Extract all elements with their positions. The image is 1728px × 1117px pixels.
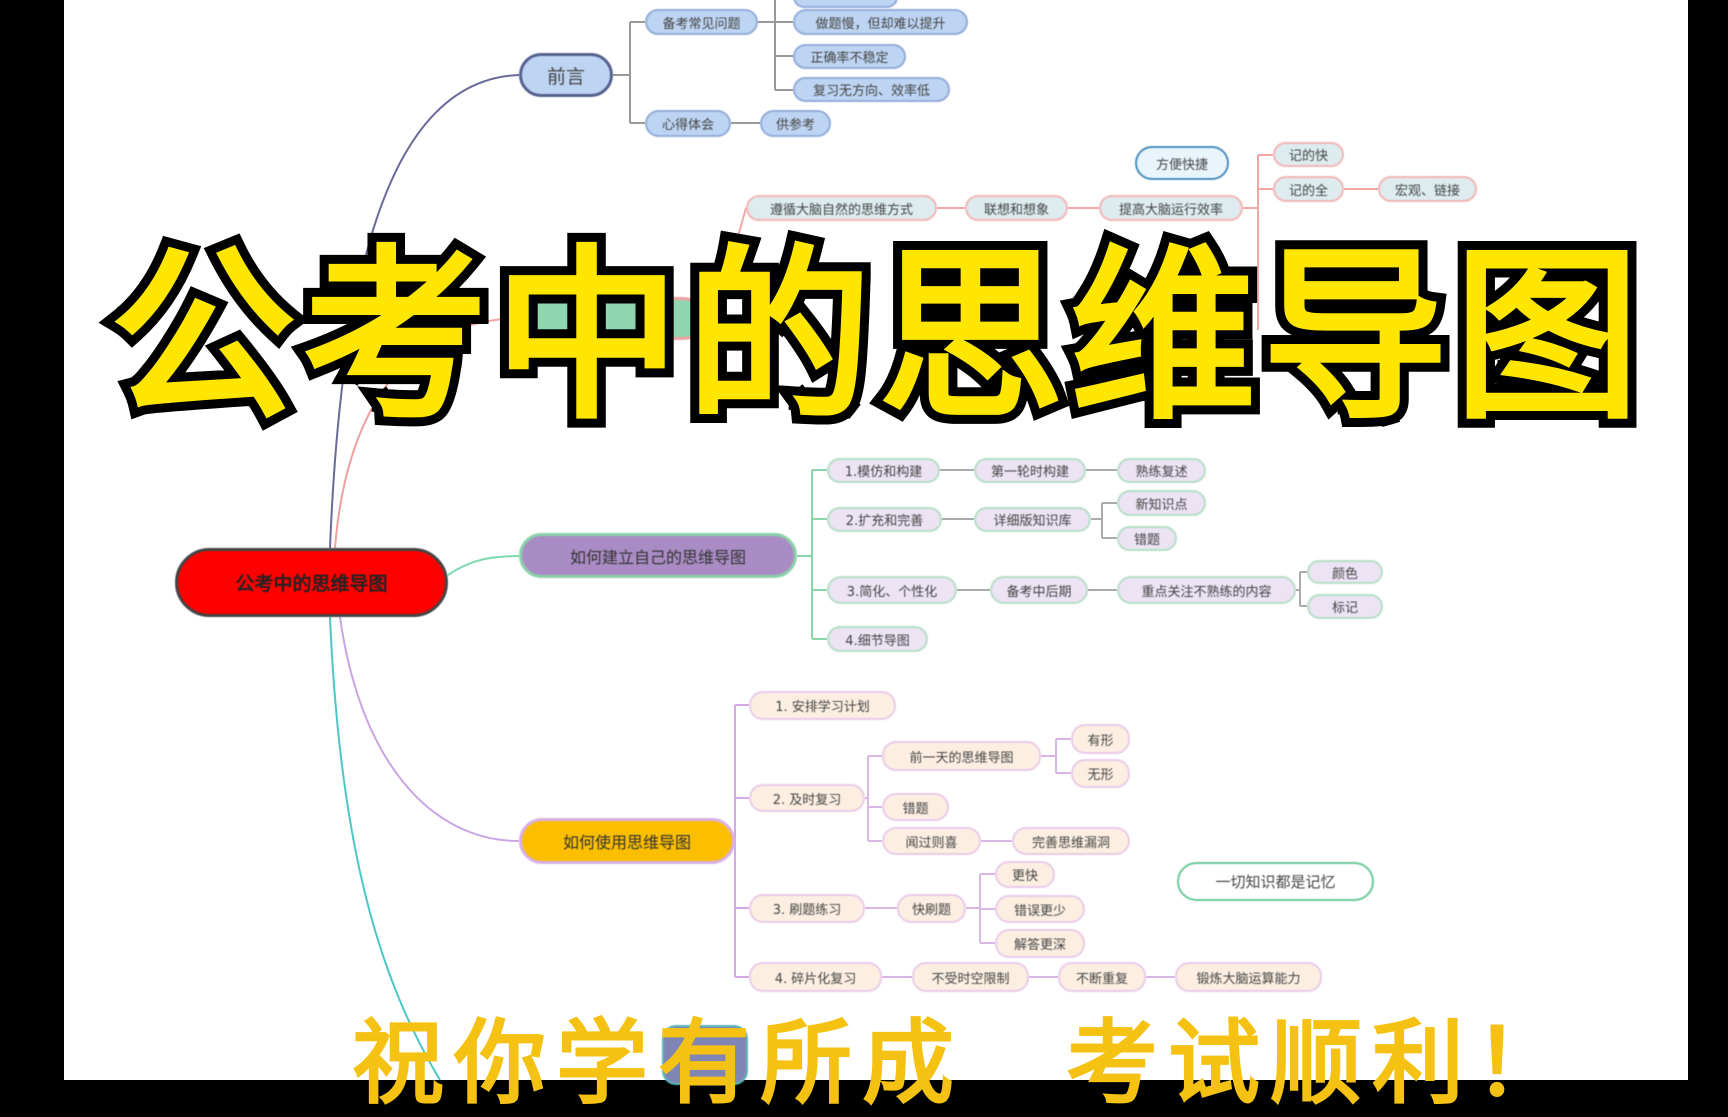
use-leaf[interactable]: 无形 — [1071, 759, 1130, 788]
result-node[interactable]: 记的快 — [1273, 142, 1344, 167]
use-step[interactable]: 1. 安排学习计划 — [749, 691, 896, 720]
use-node[interactable]: 如何使用思维导图 — [519, 818, 735, 864]
build-step[interactable]: 2.扩充和完善 — [827, 507, 942, 532]
link-root-bottom — [329, 616, 441, 1080]
insight-node[interactable]: 心得体会 — [645, 110, 731, 137]
preface-node[interactable]: 前言 — [519, 53, 613, 97]
build-child[interactable]: 备考中后期 — [990, 576, 1088, 604]
problem-node[interactable]: 复习无方向、效率低 — [793, 77, 950, 102]
use-chain[interactable]: 锻炼大脑运算能力 — [1175, 962, 1322, 992]
reference-node[interactable]: 供参考 — [760, 110, 831, 137]
build-child[interactable]: 详细版知识库 — [974, 507, 1091, 532]
use-child[interactable]: 前一天的思维导图 — [882, 741, 1041, 771]
why-branch-node[interactable] — [520, 297, 705, 340]
link-root-why — [334, 317, 521, 549]
preface-cut-node[interactable] — [793, 0, 898, 8]
build-leaf[interactable]: 错题 — [1117, 526, 1177, 551]
problem-node[interactable]: 正确率不稳定 — [793, 44, 906, 69]
build-leaf[interactable]: 标记 — [1307, 594, 1383, 619]
build-step[interactable]: 3.简化、个性化 — [827, 576, 957, 604]
use-step[interactable]: 4. 碎片化复习 — [749, 962, 882, 992]
link-root-use — [339, 616, 520, 842]
use-leaf[interactable]: 解答更深 — [995, 929, 1085, 958]
build-child[interactable]: 第一轮时构建 — [974, 458, 1086, 483]
use-leaf[interactable]: 更快 — [995, 861, 1055, 888]
letterbox-left — [0, 0, 64, 1080]
build-sub[interactable]: 重点关注不熟练的内容 — [1117, 576, 1296, 604]
build-leaf[interactable]: 熟练复述 — [1117, 458, 1206, 483]
why-node[interactable]: 提高大脑运行效率 — [1099, 195, 1243, 221]
letterbox-right — [1688, 0, 1728, 1080]
build-step[interactable]: 1.模仿和构建 — [827, 458, 940, 483]
build-leaf[interactable]: 新知识点 — [1117, 490, 1206, 516]
use-leaf[interactable]: 完善思维漏洞 — [1012, 827, 1130, 855]
title-overlay: 公考中的思维导图 — [101, 228, 1649, 445]
use-child[interactable]: 快刷题 — [897, 894, 966, 923]
link-root-build — [447, 555, 520, 576]
use-chain[interactable]: 不受时空限制 — [912, 962, 1029, 992]
why-node[interactable]: 联想和想象 — [965, 195, 1068, 221]
callout-bubble[interactable]: 方便快捷 — [1135, 146, 1229, 180]
link-root-preface — [329, 74, 520, 549]
why-node[interactable]: 遵循大脑自然的思维方式 — [746, 195, 937, 221]
detail-node[interactable]: 宏观、链接 — [1378, 176, 1477, 202]
use-step[interactable]: 2. 及时复习 — [749, 784, 865, 812]
result-node[interactable]: 记的全 — [1273, 176, 1344, 202]
use-child[interactable]: 错题 — [882, 793, 949, 821]
use-leaf[interactable]: 错误更少 — [995, 895, 1085, 923]
bless-overlay: 祝你学有所成 考试顺利！ — [352, 1010, 1577, 1117]
use-child[interactable]: 闻过则喜 — [882, 827, 981, 855]
use-leaf[interactable]: 有形 — [1071, 724, 1130, 754]
root-node[interactable]: 公考中的思维导图 — [175, 548, 448, 617]
use-step[interactable]: 3. 刷题练习 — [749, 894, 865, 923]
build-node[interactable]: 如何建立自己的思维导图 — [519, 533, 797, 578]
build-step[interactable]: 4.细节导图 — [827, 626, 928, 652]
use-chain[interactable]: 不断重复 — [1058, 962, 1146, 992]
problem-node[interactable]: 做题慢，但却难以提升 — [793, 9, 968, 35]
memory-note[interactable]: 一切知识都是记忆 — [1177, 862, 1374, 901]
common-problems-node[interactable]: 备考常见问题 — [645, 9, 758, 35]
connector-lines — [329, 0, 1378, 1080]
build-leaf[interactable]: 颜色 — [1307, 560, 1383, 584]
